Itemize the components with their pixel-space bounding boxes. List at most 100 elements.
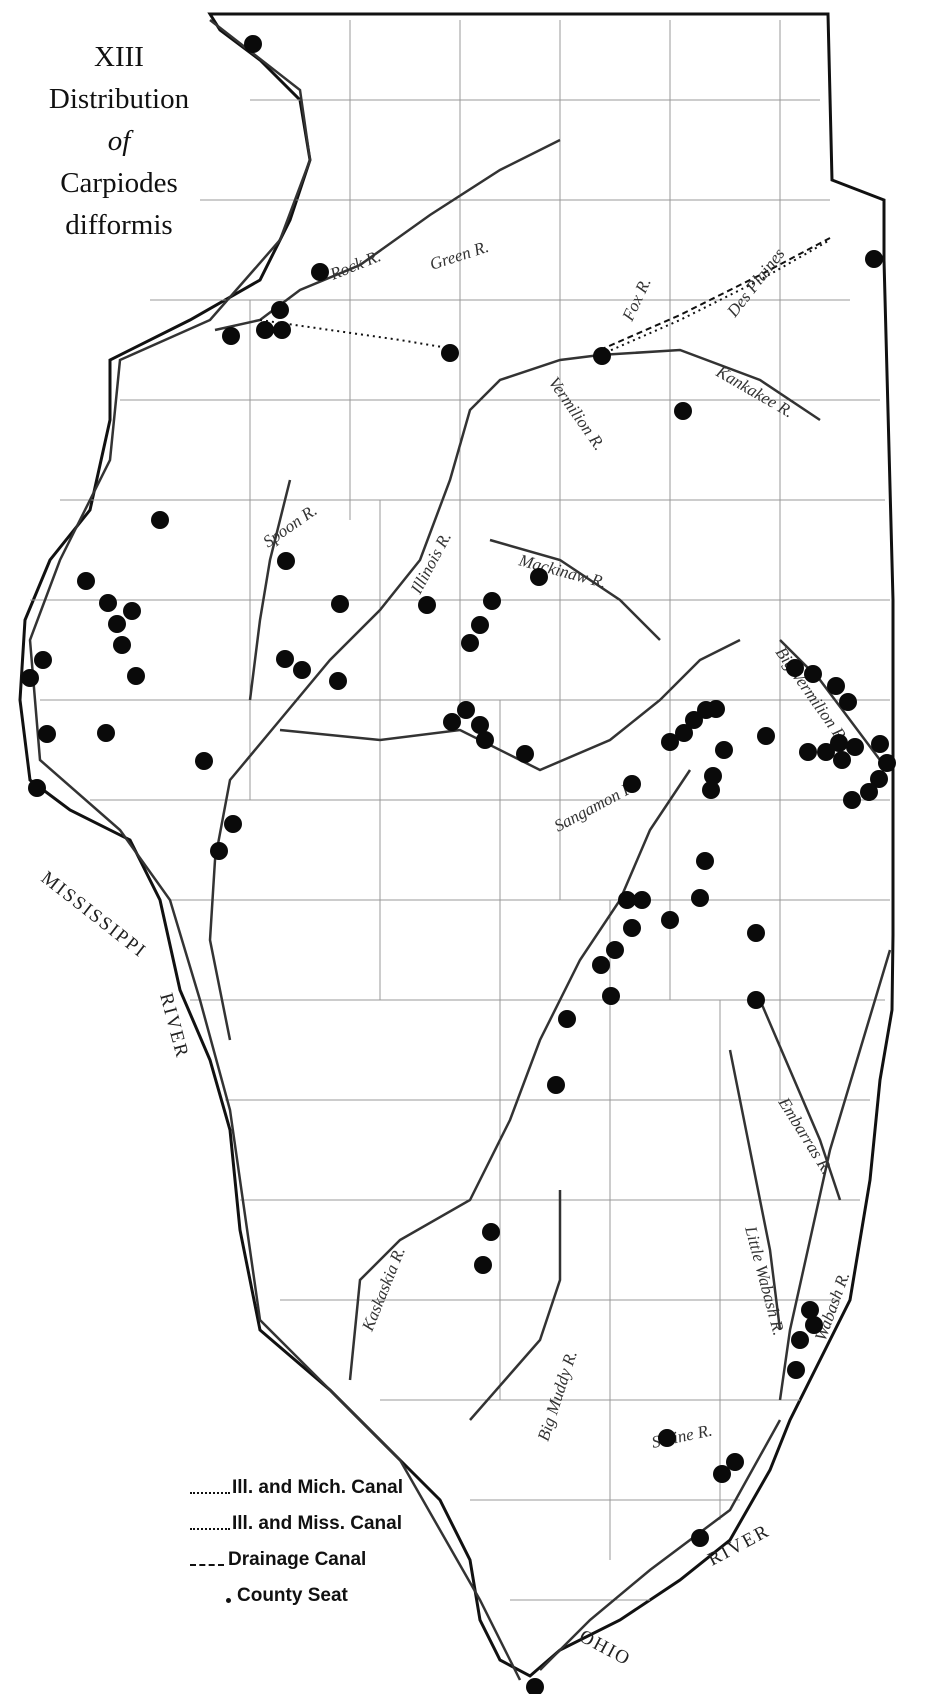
dotted-line-icon <box>190 1492 230 1494</box>
dashed-line-icon <box>190 1564 224 1566</box>
locality-marker <box>747 991 765 1009</box>
locality-marker <box>108 615 126 633</box>
title-species-epithet: difformis <box>65 209 173 241</box>
locality-marker <box>276 650 294 668</box>
locality-marker <box>38 725 56 743</box>
locality-marker <box>592 956 610 974</box>
locality-marker <box>530 568 548 586</box>
locality-marker <box>870 770 888 788</box>
canals <box>259 237 831 356</box>
locality-marker <box>558 1010 576 1028</box>
locality-marker <box>685 711 703 729</box>
locality-marker <box>476 731 494 749</box>
locality-marker <box>623 919 641 937</box>
legend-item-ill-mich-canal: Ill. and Mich. Canal <box>190 1470 450 1506</box>
rivers <box>28 19 892 1681</box>
little-wabash-river <box>728 1049 782 1331</box>
locality-marker <box>691 1529 709 1547</box>
locality-marker <box>658 1429 676 1447</box>
mississippi-river <box>28 19 522 1681</box>
kankakee-river <box>599 348 821 422</box>
locality-marker <box>99 594 117 612</box>
locality-marker <box>707 700 725 718</box>
drainage-canal <box>599 237 831 351</box>
locality-marker <box>839 693 857 711</box>
locality-marker <box>871 735 889 753</box>
locality-marker <box>713 1465 731 1483</box>
locality-marker <box>846 738 864 756</box>
title-line-2: of <box>107 125 131 157</box>
kaskaskia-river <box>348 769 692 1381</box>
locality-marker <box>833 751 851 769</box>
locality-marker <box>210 842 228 860</box>
locality-marker <box>77 572 95 590</box>
locality-marker <box>747 924 765 942</box>
distribution-markers <box>21 35 896 1694</box>
locality-marker <box>516 745 534 763</box>
locality-marker <box>786 659 804 677</box>
legend-label: County Seat <box>237 1585 348 1606</box>
locality-marker <box>674 402 692 420</box>
locality-marker <box>21 669 39 687</box>
locality-marker <box>696 852 714 870</box>
locality-marker <box>311 263 329 281</box>
illinois-river <box>208 353 601 1041</box>
legend-label: Ill. and Mich. Canal <box>232 1477 404 1498</box>
wabash-river <box>778 949 892 1401</box>
sangamon-river <box>279 638 741 772</box>
locality-marker <box>715 741 733 759</box>
legend-label: Drainage Canal <box>228 1549 367 1570</box>
locality-marker <box>441 344 459 362</box>
locality-marker <box>457 701 475 719</box>
locality-marker <box>461 634 479 652</box>
locality-marker <box>827 677 845 695</box>
locality-marker <box>843 791 861 809</box>
locality-marker <box>726 1453 744 1471</box>
locality-marker <box>661 733 679 751</box>
locality-marker <box>222 327 240 345</box>
locality-marker <box>224 815 242 833</box>
locality-marker <box>34 651 52 669</box>
locality-marker <box>244 35 262 53</box>
locality-marker <box>830 734 848 752</box>
county-seat-dot-icon <box>226 1597 231 1603</box>
label-mississippi: MISSISSIPPI <box>37 867 150 962</box>
locality-marker <box>195 752 213 770</box>
locality-marker <box>805 1316 823 1334</box>
locality-marker <box>474 1256 492 1274</box>
title-species-genus: Carpiodes <box>60 167 178 199</box>
mackinaw-river <box>489 538 661 641</box>
locality-marker <box>878 754 896 772</box>
label-ohio: OHIO <box>576 1626 635 1671</box>
locality-marker <box>271 301 289 319</box>
plate-number: XIII <box>94 41 144 73</box>
ohio-river <box>539 1419 782 1671</box>
legend-label: Ill. and Miss. Canal <box>232 1513 402 1534</box>
locality-marker <box>817 743 835 761</box>
locality-marker <box>633 891 651 909</box>
locality-marker <box>675 724 693 742</box>
locality-marker <box>691 889 709 907</box>
map-title: XIII Distribution of Carpiodes difformis <box>14 36 224 246</box>
title-line-1: Distribution <box>48 83 190 115</box>
locality-marker <box>787 1361 805 1379</box>
spoon-river <box>248 479 292 701</box>
locality-marker <box>482 1223 500 1241</box>
locality-marker <box>471 616 489 634</box>
locality-marker <box>623 775 641 793</box>
locality-marker <box>418 596 436 614</box>
locality-marker <box>256 321 274 339</box>
locality-marker <box>127 667 145 685</box>
locality-marker <box>791 1331 809 1349</box>
locality-marker <box>273 321 291 339</box>
locality-marker <box>28 779 46 797</box>
locality-marker <box>602 987 620 1005</box>
locality-marker <box>526 1678 544 1694</box>
locality-marker <box>661 911 679 929</box>
locality-marker <box>606 941 624 959</box>
ill-mich-canal <box>599 239 831 356</box>
locality-marker <box>471 716 489 734</box>
locality-marker <box>277 552 295 570</box>
embarras-river <box>758 999 842 1201</box>
